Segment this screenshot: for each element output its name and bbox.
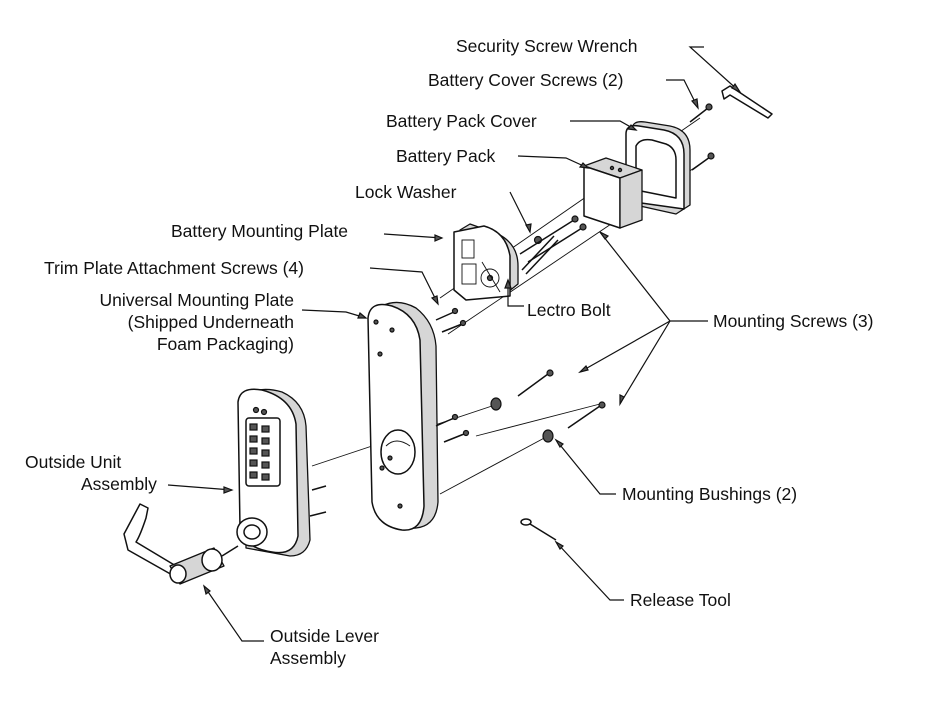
label-outside-lever-l1: Outside Lever — [270, 626, 379, 646]
mounting-bushings — [490, 397, 554, 443]
arrowheads — [202, 82, 742, 596]
label-release-tool: Release Tool — [630, 590, 731, 610]
label-outside-lever-l2: Assembly — [270, 648, 346, 668]
mounting-screws — [517, 369, 606, 429]
label-lectro-bolt: Lectro Bolt — [527, 300, 611, 320]
trim-plate-screws — [435, 307, 470, 443]
label-outside-unit-l1: Outside Unit — [25, 452, 122, 472]
label-universal-plate-l2: (Shipped Underneath — [127, 312, 294, 332]
outside-lever-assembly — [123, 503, 239, 585]
keypad — [249, 423, 270, 481]
label-battery-mounting-plate: Battery Mounting Plate — [171, 221, 349, 241]
label-security-screw-wrench: Security Screw Wrench — [456, 36, 638, 56]
label-battery-pack: Battery Pack — [396, 146, 496, 166]
leader-lines — [167, 46, 741, 642]
label-trim-plate-screws: Trim Plate Attachment Screws (4) — [44, 258, 304, 278]
battery-pack — [583, 157, 643, 229]
label-battery-pack-cover: Battery Pack Cover — [386, 111, 537, 131]
battery-plate-screws — [519, 215, 587, 263]
label-battery-cover-screws: Battery Cover Screws (2) — [428, 70, 624, 90]
security-screw-wrench — [721, 85, 773, 119]
label-outside-unit-l2: Assembly — [81, 474, 157, 494]
label-mounting-bushings: Mounting Bushings (2) — [622, 484, 798, 504]
battery-mounting-plate — [453, 223, 519, 301]
label-mounting-screws: Mounting Screws (3) — [713, 311, 874, 331]
label-universal-plate-l3: Foam Packaging) — [156, 334, 294, 354]
universal-mounting-plate — [367, 301, 439, 531]
label-universal-plate-l1: Universal Mounting Plate — [99, 290, 294, 310]
release-tool — [520, 518, 557, 541]
outside-unit-assembly — [236, 388, 327, 557]
label-lock-washer: Lock Washer — [355, 182, 457, 202]
battery-cover-screws — [689, 103, 715, 171]
